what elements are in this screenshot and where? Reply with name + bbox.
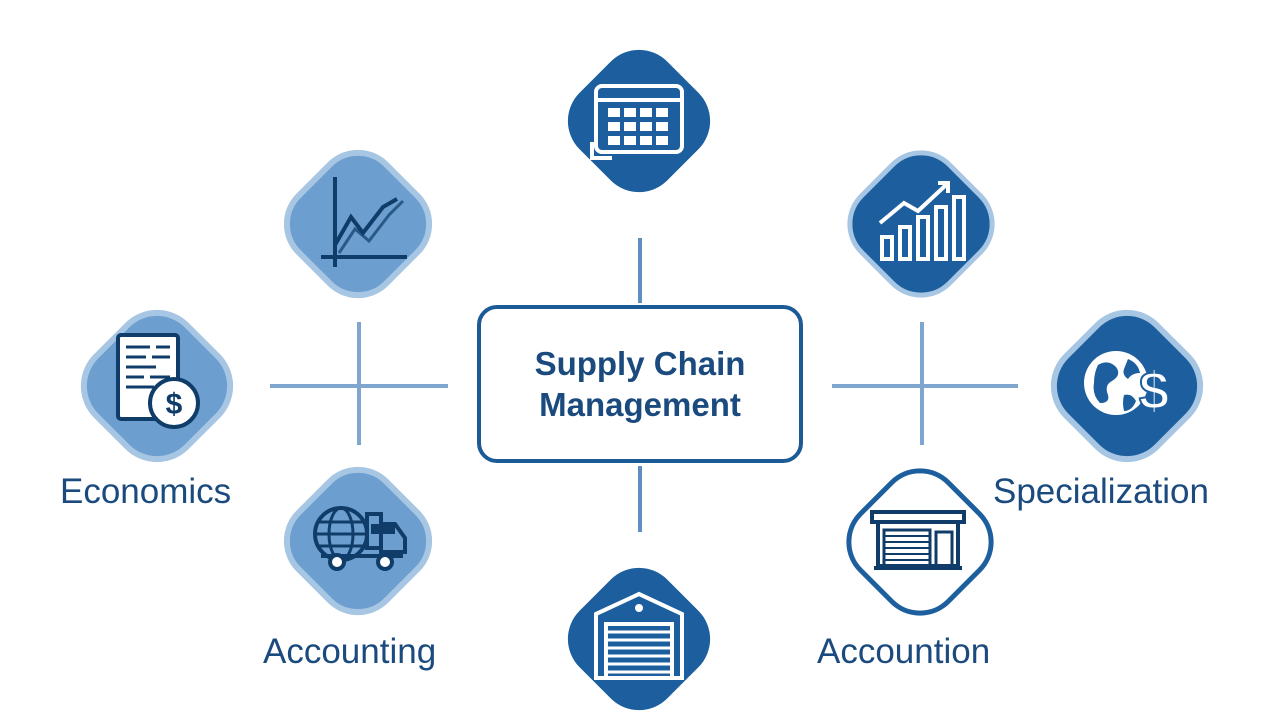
node-calendar <box>552 34 726 208</box>
center-title: Supply Chain Management <box>534 345 746 423</box>
node-storefront <box>832 454 1008 630</box>
node-globe-dollar: $ <box>1036 295 1218 477</box>
label-economics: Economics <box>60 472 232 511</box>
calendar-grid-icon <box>590 84 684 160</box>
warehouse-icon <box>594 591 684 680</box>
svg-text:$: $ <box>1139 361 1169 421</box>
node-bar-chart <box>834 137 1008 311</box>
storefront-icon <box>870 510 966 570</box>
node-warehouse <box>552 552 726 726</box>
bar-chart-growth-icon <box>878 181 966 261</box>
node-globe-truck <box>271 454 445 628</box>
node-invoice: $ <box>66 295 248 477</box>
center-box: Supply Chain Management <box>477 305 803 463</box>
line-chart-icon <box>321 177 407 267</box>
tile-light <box>283 466 433 616</box>
label-specialization: Specialization <box>993 472 1209 511</box>
label-accounting: Accounting <box>263 632 437 671</box>
globe-dollar-icon: $ <box>1084 351 1170 422</box>
svg-text:$: $ <box>166 388 183 421</box>
node-line-chart <box>271 137 445 311</box>
globe-truck-icon <box>313 506 407 571</box>
label-accountion: Accountion <box>817 632 991 671</box>
invoice-dollar-icon: $ <box>116 333 200 429</box>
